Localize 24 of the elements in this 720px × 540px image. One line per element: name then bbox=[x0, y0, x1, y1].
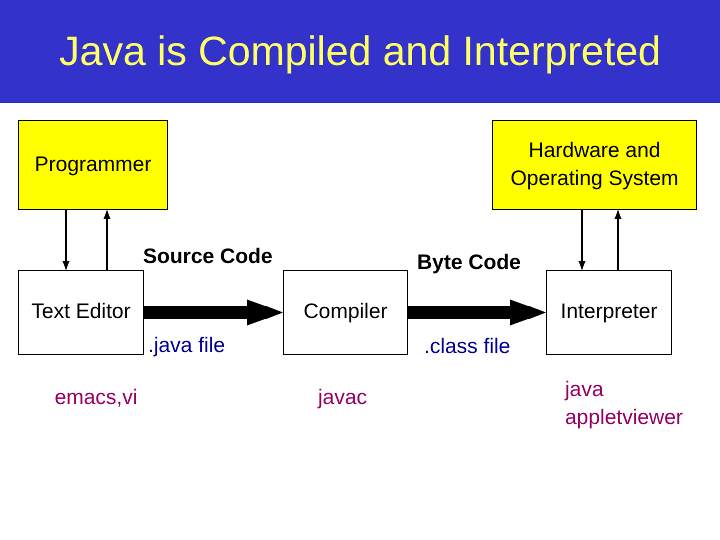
arrow bbox=[62, 210, 70, 270]
box-label: Text Editor bbox=[31, 299, 131, 326]
box-label: Programmer bbox=[34, 152, 152, 178]
file-type-label: .class file bbox=[424, 335, 510, 359]
process-box bbox=[492, 120, 697, 210]
process-box bbox=[546, 270, 672, 355]
box-label: Hardware and Operating System bbox=[509, 138, 680, 192]
box-label: Interpreter bbox=[560, 299, 658, 326]
edge-label: Byte Code bbox=[417, 251, 521, 275]
file-type-label: .java file bbox=[148, 334, 226, 358]
title: Java is Compiled and Interpreted bbox=[59, 28, 661, 75]
process-box bbox=[18, 120, 168, 210]
thick-arrow bbox=[408, 300, 546, 326]
process-box bbox=[283, 270, 408, 355]
annotation-text: appletviewer bbox=[565, 405, 683, 431]
box-label: Compiler bbox=[303, 299, 388, 326]
process-box bbox=[18, 270, 144, 355]
annotation-text: emacs,vi bbox=[54, 385, 138, 411]
annotation-text: java bbox=[565, 377, 604, 403]
arrow bbox=[578, 210, 586, 270]
arrow bbox=[104, 210, 110, 270]
arrow bbox=[614, 210, 622, 270]
annotation-text: javac bbox=[318, 385, 368, 411]
thick-arrow bbox=[144, 300, 283, 326]
